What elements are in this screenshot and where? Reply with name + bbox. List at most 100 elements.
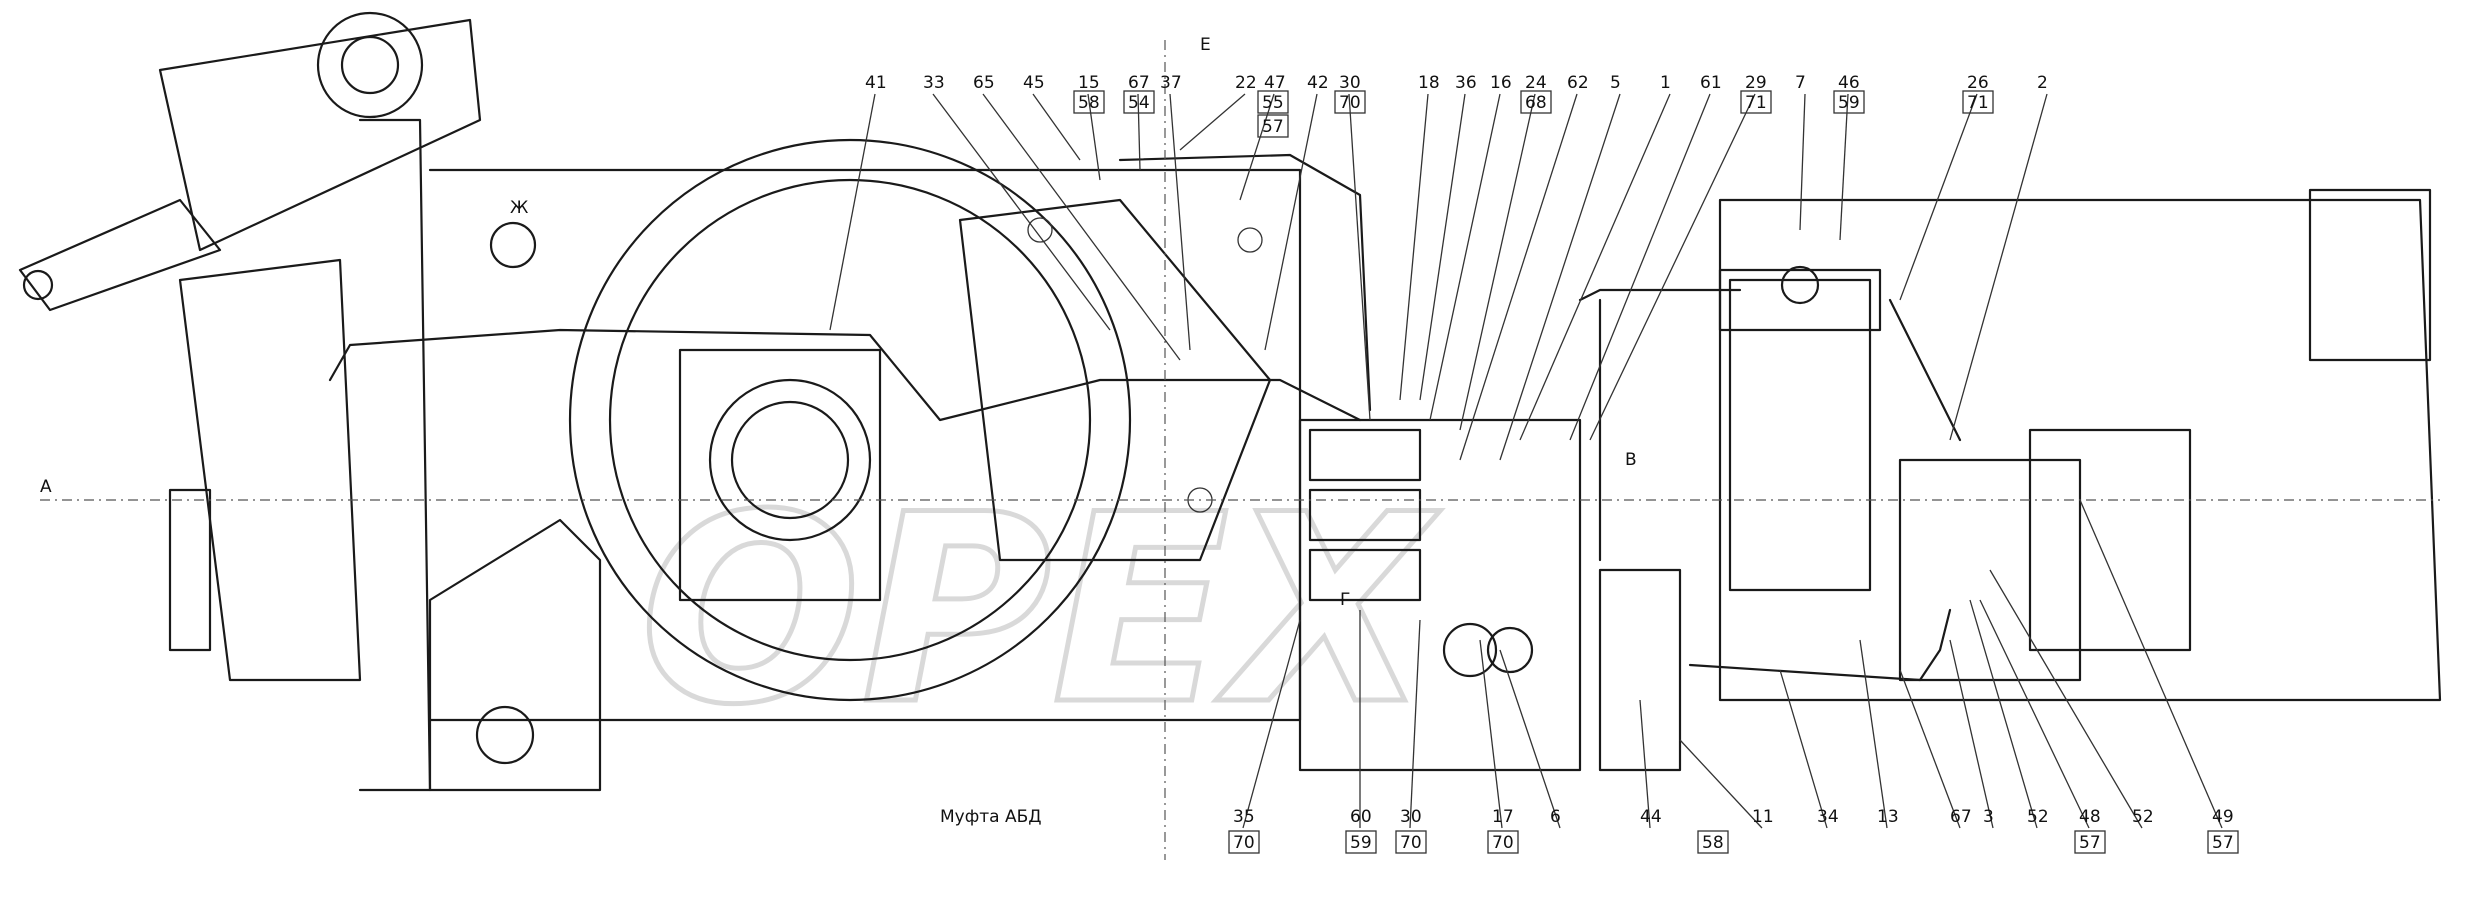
callout-top-boxed-6-box — [1740, 90, 1772, 114]
callout-bottom-boxed-3: 70 — [1492, 833, 1514, 853]
callout-bottom-boxed-5: 57 — [2079, 833, 2101, 853]
callout-top-13-leader — [1429, 93, 1501, 421]
callout-top-11-leader — [1399, 93, 1429, 401]
callout-bottom-10-leader — [1949, 639, 1994, 829]
callout-bottom-0-leader — [1242, 619, 1301, 829]
lift-arm — [18, 11, 482, 792]
callout-top-7-leader — [1179, 93, 1246, 151]
callout-bottom-2: 30 — [1400, 807, 1422, 827]
callout-top-4-leader — [1087, 93, 1101, 181]
callout-bottom-boxed-2: 70 — [1400, 833, 1422, 853]
callout-top-16-leader — [1499, 93, 1621, 461]
callout-top-14: 24 — [1525, 73, 1547, 93]
callout-bottom-0: 35 — [1233, 807, 1255, 827]
callout-top-boxed-3: 57 — [1262, 117, 1284, 137]
callout-top-boxed-4-box — [1334, 90, 1366, 114]
callout-top-15: 62 — [1567, 73, 1589, 93]
callout-top-14-leader — [1459, 93, 1536, 431]
callout-bottom-5-leader — [1639, 699, 1651, 829]
callout-bottom-11: 52 — [2027, 807, 2049, 827]
callout-top-7: 22 — [1235, 73, 1257, 93]
callout-top-boxed-5: 68 — [1525, 93, 1547, 113]
callout-top-6: 37 — [1160, 73, 1182, 93]
callout-bottom-5: 44 — [1640, 807, 1662, 827]
callout-bottom-3: 17 — [1492, 807, 1514, 827]
callout-top-boxed-1: 54 — [1128, 93, 1150, 113]
callout-top-12: 36 — [1455, 73, 1477, 93]
callout-bottom-2-leader — [1409, 619, 1421, 829]
view-label-zh: Ж — [510, 198, 528, 218]
callout-top-1: 33 — [923, 73, 945, 93]
callout-top-0-leader — [829, 93, 876, 331]
callout-bottom-13: 52 — [2132, 807, 2154, 827]
callout-bottom-1: 60 — [1350, 807, 1372, 827]
callout-top-boxed-2-box — [1257, 90, 1289, 114]
callout-top-8-leader — [1239, 93, 1275, 201]
callout-top-boxed-7: 59 — [1838, 93, 1860, 113]
callout-bottom-14-leader — [2079, 499, 2223, 829]
callout-bottom-7: 34 — [1817, 807, 1839, 827]
callout-bottom-7-leader — [1779, 669, 1828, 829]
view-label-b: В — [1625, 450, 1637, 470]
callout-top-23: 2 — [2037, 73, 2048, 93]
callout-top-23-leader — [1949, 93, 2048, 441]
callout-bottom-8-leader — [1859, 639, 1888, 829]
callout-top-2-leader — [982, 93, 1181, 361]
callout-bottom-11-leader — [1969, 599, 2038, 829]
callout-top-boxed-3-box — [1257, 114, 1289, 138]
callout-top-boxed-8: 71 — [1967, 93, 1989, 113]
control-valve-block — [1298, 418, 1582, 772]
right-housing — [1598, 188, 2442, 772]
callout-bottom-boxed-2-box — [1395, 830, 1427, 854]
callout-bottom-boxed-0: 70 — [1233, 833, 1255, 853]
callout-bottom-4: 6 — [1550, 807, 1561, 827]
callout-top-6-leader — [1169, 93, 1191, 351]
callout-top-9: 42 — [1307, 73, 1329, 93]
callout-top-17-leader — [1519, 93, 1671, 441]
callout-top-22: 26 — [1967, 73, 1989, 93]
callout-top-15-leader — [1459, 93, 1578, 461]
callout-bottom-9-leader — [1899, 669, 1961, 829]
callout-bottom-4-leader — [1499, 649, 1561, 829]
callout-bottom-9: 67 — [1950, 807, 1972, 827]
callout-bottom-boxed-6: 57 — [2212, 833, 2234, 853]
callout-top-19: 29 — [1745, 73, 1767, 93]
callout-top-2: 65 — [973, 73, 995, 93]
callout-top-4: 15 — [1078, 73, 1100, 93]
callout-bottom-6-leader — [1679, 739, 1763, 829]
callout-top-20: 7 — [1795, 73, 1806, 93]
callout-top-1-leader — [932, 93, 1111, 331]
callout-top-18-leader — [1569, 93, 1711, 441]
callout-top-boxed-2: 55 — [1262, 93, 1284, 113]
callout-bottom-12: 48 — [2079, 807, 2101, 827]
callout-top-12-leader — [1419, 93, 1466, 401]
callout-top-boxed-7-box — [1833, 90, 1865, 114]
oil-filter — [1718, 265, 1882, 592]
callout-bottom-boxed-5-box — [2074, 830, 2106, 854]
callout-top-0: 41 — [865, 73, 887, 93]
hydraulic-lines — [328, 153, 1962, 682]
callout-top-11: 18 — [1418, 73, 1440, 93]
callout-top-3-leader — [1032, 93, 1081, 161]
callout-top-10-leader — [1348, 93, 1371, 421]
callout-top-13: 16 — [1490, 73, 1512, 93]
callout-top-8: 47 — [1264, 73, 1286, 93]
callout-bottom-8: 13 — [1877, 807, 1899, 827]
view-label-a: А — [40, 477, 52, 497]
callout-bottom-boxed-3-box — [1487, 830, 1519, 854]
view-label-e: Е — [1200, 35, 1211, 55]
callout-bottom-boxed-6-box — [2207, 830, 2239, 854]
callout-bottom-boxed-1-box — [1345, 830, 1377, 854]
transmission-housing — [428, 138, 1302, 792]
callout-top-18: 61 — [1700, 73, 1722, 93]
callout-top-boxed-0-box — [1073, 90, 1105, 114]
callout-bottom-3-leader — [1479, 639, 1503, 829]
callout-top-21: 46 — [1838, 73, 1860, 93]
callout-top-16: 5 — [1610, 73, 1621, 93]
callout-bottom-12-leader — [1979, 599, 2090, 829]
callout-top-3: 45 — [1023, 73, 1045, 93]
callout-top-19-leader — [1589, 93, 1756, 441]
coupling-caption: Муфта АБД — [940, 807, 1042, 827]
